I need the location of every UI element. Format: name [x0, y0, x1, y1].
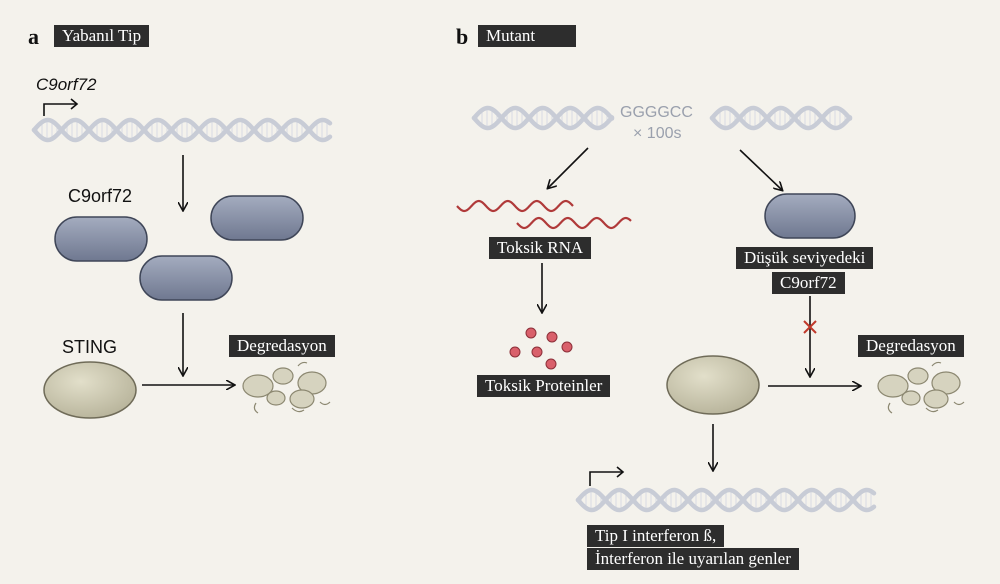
dna-helix-icon — [31, 117, 333, 143]
degraded-fragments-icon — [242, 361, 331, 414]
protein-capsule-icon — [764, 193, 856, 239]
panel-title-wild-type: Yabanıl Tip — [54, 25, 150, 47]
protein-label: C9orf72 — [68, 186, 133, 206]
dna-strand — [575, 487, 877, 513]
arrow-to-low-protein — [739, 149, 782, 190]
dna-strand — [471, 105, 615, 131]
low-level-label-line2: C9orf72 — [772, 272, 845, 294]
block-cross-icon — [803, 320, 817, 334]
interferon-label-line2: İnterferon ile uyarılan genler — [587, 548, 799, 570]
dna-strand — [471, 105, 615, 131]
degradation-label: Degredasyon — [858, 335, 964, 357]
dna-strand — [31, 117, 333, 143]
low-level-label-line1: Düşük seviyedeki — [736, 247, 874, 269]
dna-helix-icon — [709, 105, 853, 131]
sting-blob-icon — [43, 361, 137, 419]
arrow-to-rna — [548, 147, 589, 188]
promoter-arrow-icon — [43, 98, 79, 116]
sting-blob-icon — [666, 355, 760, 415]
gene-label: C9orf72 — [36, 75, 97, 94]
sting-label: STING — [62, 337, 118, 357]
rna-wave-icon — [456, 199, 632, 230]
promoter-arrow-icon — [589, 466, 625, 486]
repeat-sequence: GGGGCC — [620, 104, 693, 121]
toxic-protein-dots-icon — [509, 327, 573, 370]
interferon-label-line1: Tip I interferon ß, — [587, 525, 725, 547]
dna-helix-icon — [575, 487, 877, 513]
toxic-rna-label: Toksik RNA — [489, 237, 592, 259]
panel-letter-b: b — [456, 24, 469, 49]
degraded-fragments-icon — [877, 361, 965, 414]
dna-strand — [709, 105, 853, 131]
dna-strand — [709, 105, 853, 131]
dna-helix-icon — [471, 105, 615, 131]
protein-capsule-icon — [54, 195, 304, 301]
panel-title-mutant: Mutant — [478, 25, 576, 47]
panel-letter-a: a — [28, 24, 39, 49]
degradation-label: Degredasyon — [229, 335, 335, 357]
toxic-proteins-label: Toksik Proteinler — [477, 375, 611, 397]
repeat-count: × 100s — [633, 125, 682, 142]
